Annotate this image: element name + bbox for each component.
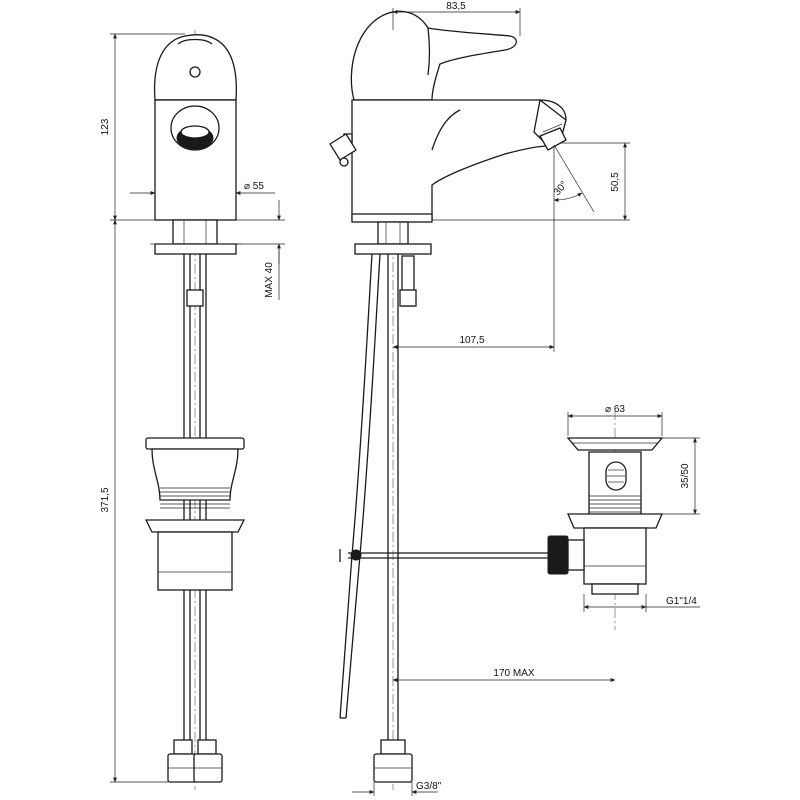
side-fixing-block [377,221,409,245]
dim-waste-diameter: ⌀ 63 [567,404,663,436]
dim-spout-angle-label: 30° [552,179,570,198]
side-rod-knob-end [339,157,349,167]
front-stud-nut [186,289,204,307]
front-lever-top [177,38,213,45]
side-stud-nut [399,289,417,307]
side-aerator [539,127,567,151]
dim-rod-length: 170 MAX [392,668,616,682]
dim-body-diameter-label: ⌀ 55 [244,181,264,192]
waste-outlet [591,583,639,595]
dim-spout-height-label: 50,5 [610,172,621,192]
connector-ferrule [197,739,217,755]
dim-waste-height-label: 35/50 [680,463,691,488]
dim-hose-thread: G3/8" [352,781,442,796]
dim-body-diameter: ⌀ 55 [130,181,275,195]
side-body [351,99,567,221]
side-lever-joint [427,27,431,76]
dim-waste-thread-label: G1"1/4 [666,596,697,607]
angle-arc [553,192,583,203]
side-popup-rod [339,253,373,719]
front-body [154,99,237,221]
waste-cap [566,437,664,451]
dim-spout-reach-label: 107,5 [459,335,484,346]
dim-body-width: 83,5 [392,1,521,36]
side-body-contour [431,109,461,151]
waste-body [583,527,647,585]
front-fixing-block [172,219,218,245]
dim-waste-diameter-label: ⌀ 63 [605,404,625,415]
side-connector-ferrule [380,739,406,755]
waste-rod-housing [567,539,585,571]
waste-nut-collar [567,513,663,529]
dim-total-height-label: 123 [100,118,111,135]
side-rod-knob [329,133,357,161]
side-base-ring [351,213,433,223]
aerator-line [542,123,563,133]
waste-thread [589,495,641,513]
side-base-plate [354,243,432,255]
dim-spout-reach: 107,5 [392,335,555,349]
dim-hose-thread-label: G3/8" [416,781,442,792]
front-nut-collar [144,519,246,533]
front-lever-screw [189,66,201,78]
front-aerator-outer [170,105,220,151]
front-aerator-ring [180,125,210,139]
dim-hose-length: 371,5 [100,219,168,783]
dim-mount-height: MAX 40 [236,200,285,300]
dim-waste-thread: G1"1/4 [583,594,700,612]
front-nut [157,531,233,591]
front-sleeve-thread [160,487,230,509]
dim-total-height: 123 [100,33,185,221]
dim-body-width-label: 83,5 [446,1,466,12]
dim-spout-height: 50,5 [432,142,630,221]
connector-ferrule [173,739,193,755]
dim-rod-length-label: 170 MAX [493,668,534,679]
waste-assembly: ⌀ 63 35/50 G1"1/4 170 MAX [339,404,700,682]
side-popup-rod [345,253,381,719]
waste-plug-window-slots [607,469,625,483]
dim-waste-height: 35/50 [662,437,700,515]
dim-spout-angle: 30° [552,144,595,352]
dim-mount-height-label: MAX 40 [264,262,275,298]
angle-leg [553,144,595,213]
front-base-plate [154,243,237,255]
waste-rod-nut [547,535,569,575]
front-hose-connectors [167,739,223,783]
side-view: 83,5 50,5 30° 107,5 G3/8" [329,1,630,796]
dim-hose-length-label: 371,5 [100,487,111,512]
rod-clip [350,549,362,561]
front-flange [145,437,245,450]
front-view: 123 371,5 ⌀ 55 MAX 40 [100,30,285,790]
side-lever [350,10,517,101]
